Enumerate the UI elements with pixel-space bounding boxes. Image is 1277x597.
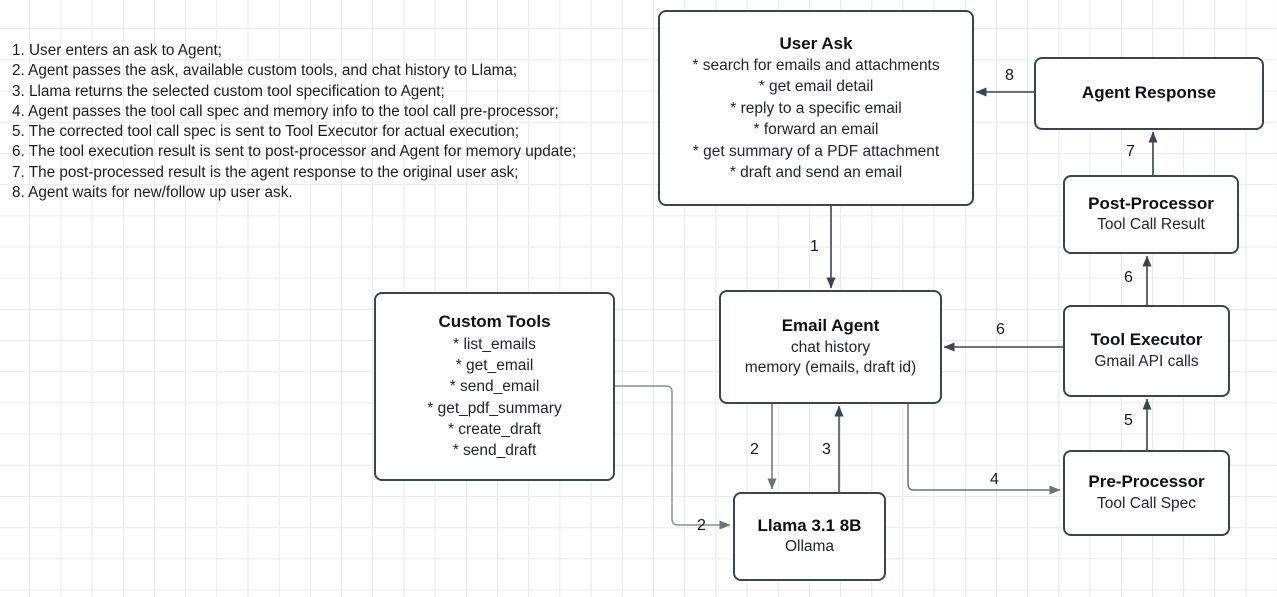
edge-label-1: 1 <box>810 238 819 255</box>
legend-item: 2. Agent passes the ask, available custo… <box>12 62 518 80</box>
user-ask-item: * forward an email <box>753 121 879 139</box>
node-llama[interactable]: Llama 3.1 8B Ollama <box>733 492 886 581</box>
custom-tool-item: * get_pdf_summary <box>427 399 562 417</box>
node-user-ask[interactable]: User Ask * search for emails and attachm… <box>658 10 974 206</box>
legend-list: 1. User enters an ask to Agent; 2. Agent… <box>12 41 642 203</box>
node-user-ask-items: * search for emails and attachments * ge… <box>692 55 939 183</box>
custom-tool-item: * list_emails <box>453 335 536 353</box>
node-custom-tools[interactable]: Custom Tools * list_emails * get_email *… <box>374 292 615 481</box>
legend-item: 5. The corrected tool call spec is sent … <box>12 123 520 141</box>
user-ask-item: * reply to a specific email <box>730 99 902 117</box>
legend-item: 7. The post-processed result is the agen… <box>12 163 519 181</box>
node-llama-title: Llama 3.1 8B <box>757 515 862 535</box>
user-ask-item: * search for emails and attachments <box>692 57 940 75</box>
user-ask-item: * draft and send an email <box>729 163 903 181</box>
node-tool-executor-subtitle: Gmail API calls <box>1094 352 1199 370</box>
custom-tool-item: * create_draft <box>447 421 542 439</box>
custom-tool-item: * send_draft <box>452 442 537 460</box>
legend-item: 1. User enters an ask to Agent; <box>12 42 223 59</box>
edge-label-5: 5 <box>1124 412 1133 429</box>
node-agent-response[interactable]: Agent Response <box>1034 57 1264 130</box>
edge-label-6-horizontal: 6 <box>996 321 1005 338</box>
edge-2-custom-tools-to-llama <box>614 385 731 530</box>
user-ask-item: * get summary of a PDF attachment <box>692 142 940 160</box>
user-ask-item: * get email detail <box>758 78 874 96</box>
node-user-ask-title: User Ask <box>779 33 853 53</box>
node-pre-processor-title: Pre-Processor <box>1088 472 1205 492</box>
legend-item: 4. Agent passes the tool call spec and m… <box>12 102 559 120</box>
custom-tool-item: * get_email <box>455 356 534 374</box>
custom-tool-item: * send_email <box>449 378 540 396</box>
node-email-agent-subtitle-2: memory (emails, draft id) <box>744 359 917 377</box>
node-llama-subtitle: Ollama <box>784 538 835 556</box>
edge-label-8: 8 <box>1005 67 1014 84</box>
node-tool-executor-title: Tool Executor <box>1090 330 1203 350</box>
node-post-processor-title: Post-Processor <box>1088 193 1214 213</box>
node-post-processor-subtitle: Tool Call Result <box>1097 216 1205 234</box>
legend-item: 8. Agent waits for new/follow up user as… <box>12 183 293 201</box>
edge-label-3: 3 <box>822 441 831 458</box>
node-tool-executor[interactable]: Tool Executor Gmail API calls <box>1063 305 1230 397</box>
node-custom-tools-items: * list_emails * get_email * send_email *… <box>427 334 561 462</box>
node-pre-processor[interactable]: Pre-Processor Tool Call Spec <box>1063 450 1230 536</box>
edge-label-2-agent-llama: 2 <box>750 441 759 458</box>
edge-label-7: 7 <box>1126 143 1135 160</box>
node-email-agent-title: Email Agent <box>781 316 880 336</box>
node-email-agent[interactable]: Email Agent chat history memory (emails,… <box>719 290 942 404</box>
legend-item: 6. The tool execution result is sent to … <box>12 143 577 161</box>
legend-item: 3. Llama returns the selected custom too… <box>12 82 445 100</box>
node-post-processor[interactable]: Post-Processor Tool Call Result <box>1063 175 1239 254</box>
process-steps-legend: 1. User enters an ask to Agent; 2. Agent… <box>12 41 642 203</box>
node-custom-tools-title: Custom Tools <box>438 312 551 332</box>
edge-4-email-agent-to-pre-processor <box>907 403 1061 495</box>
node-pre-processor-subtitle: Tool Call Spec <box>1096 494 1197 512</box>
node-agent-response-title: Agent Response <box>1081 83 1217 103</box>
edge-label-6-vertical: 6 <box>1124 269 1133 286</box>
node-email-agent-subtitle-1: chat history <box>790 338 871 356</box>
edge-label-4: 4 <box>990 471 999 488</box>
edge-label-2-tools-llama: 2 <box>697 517 706 534</box>
